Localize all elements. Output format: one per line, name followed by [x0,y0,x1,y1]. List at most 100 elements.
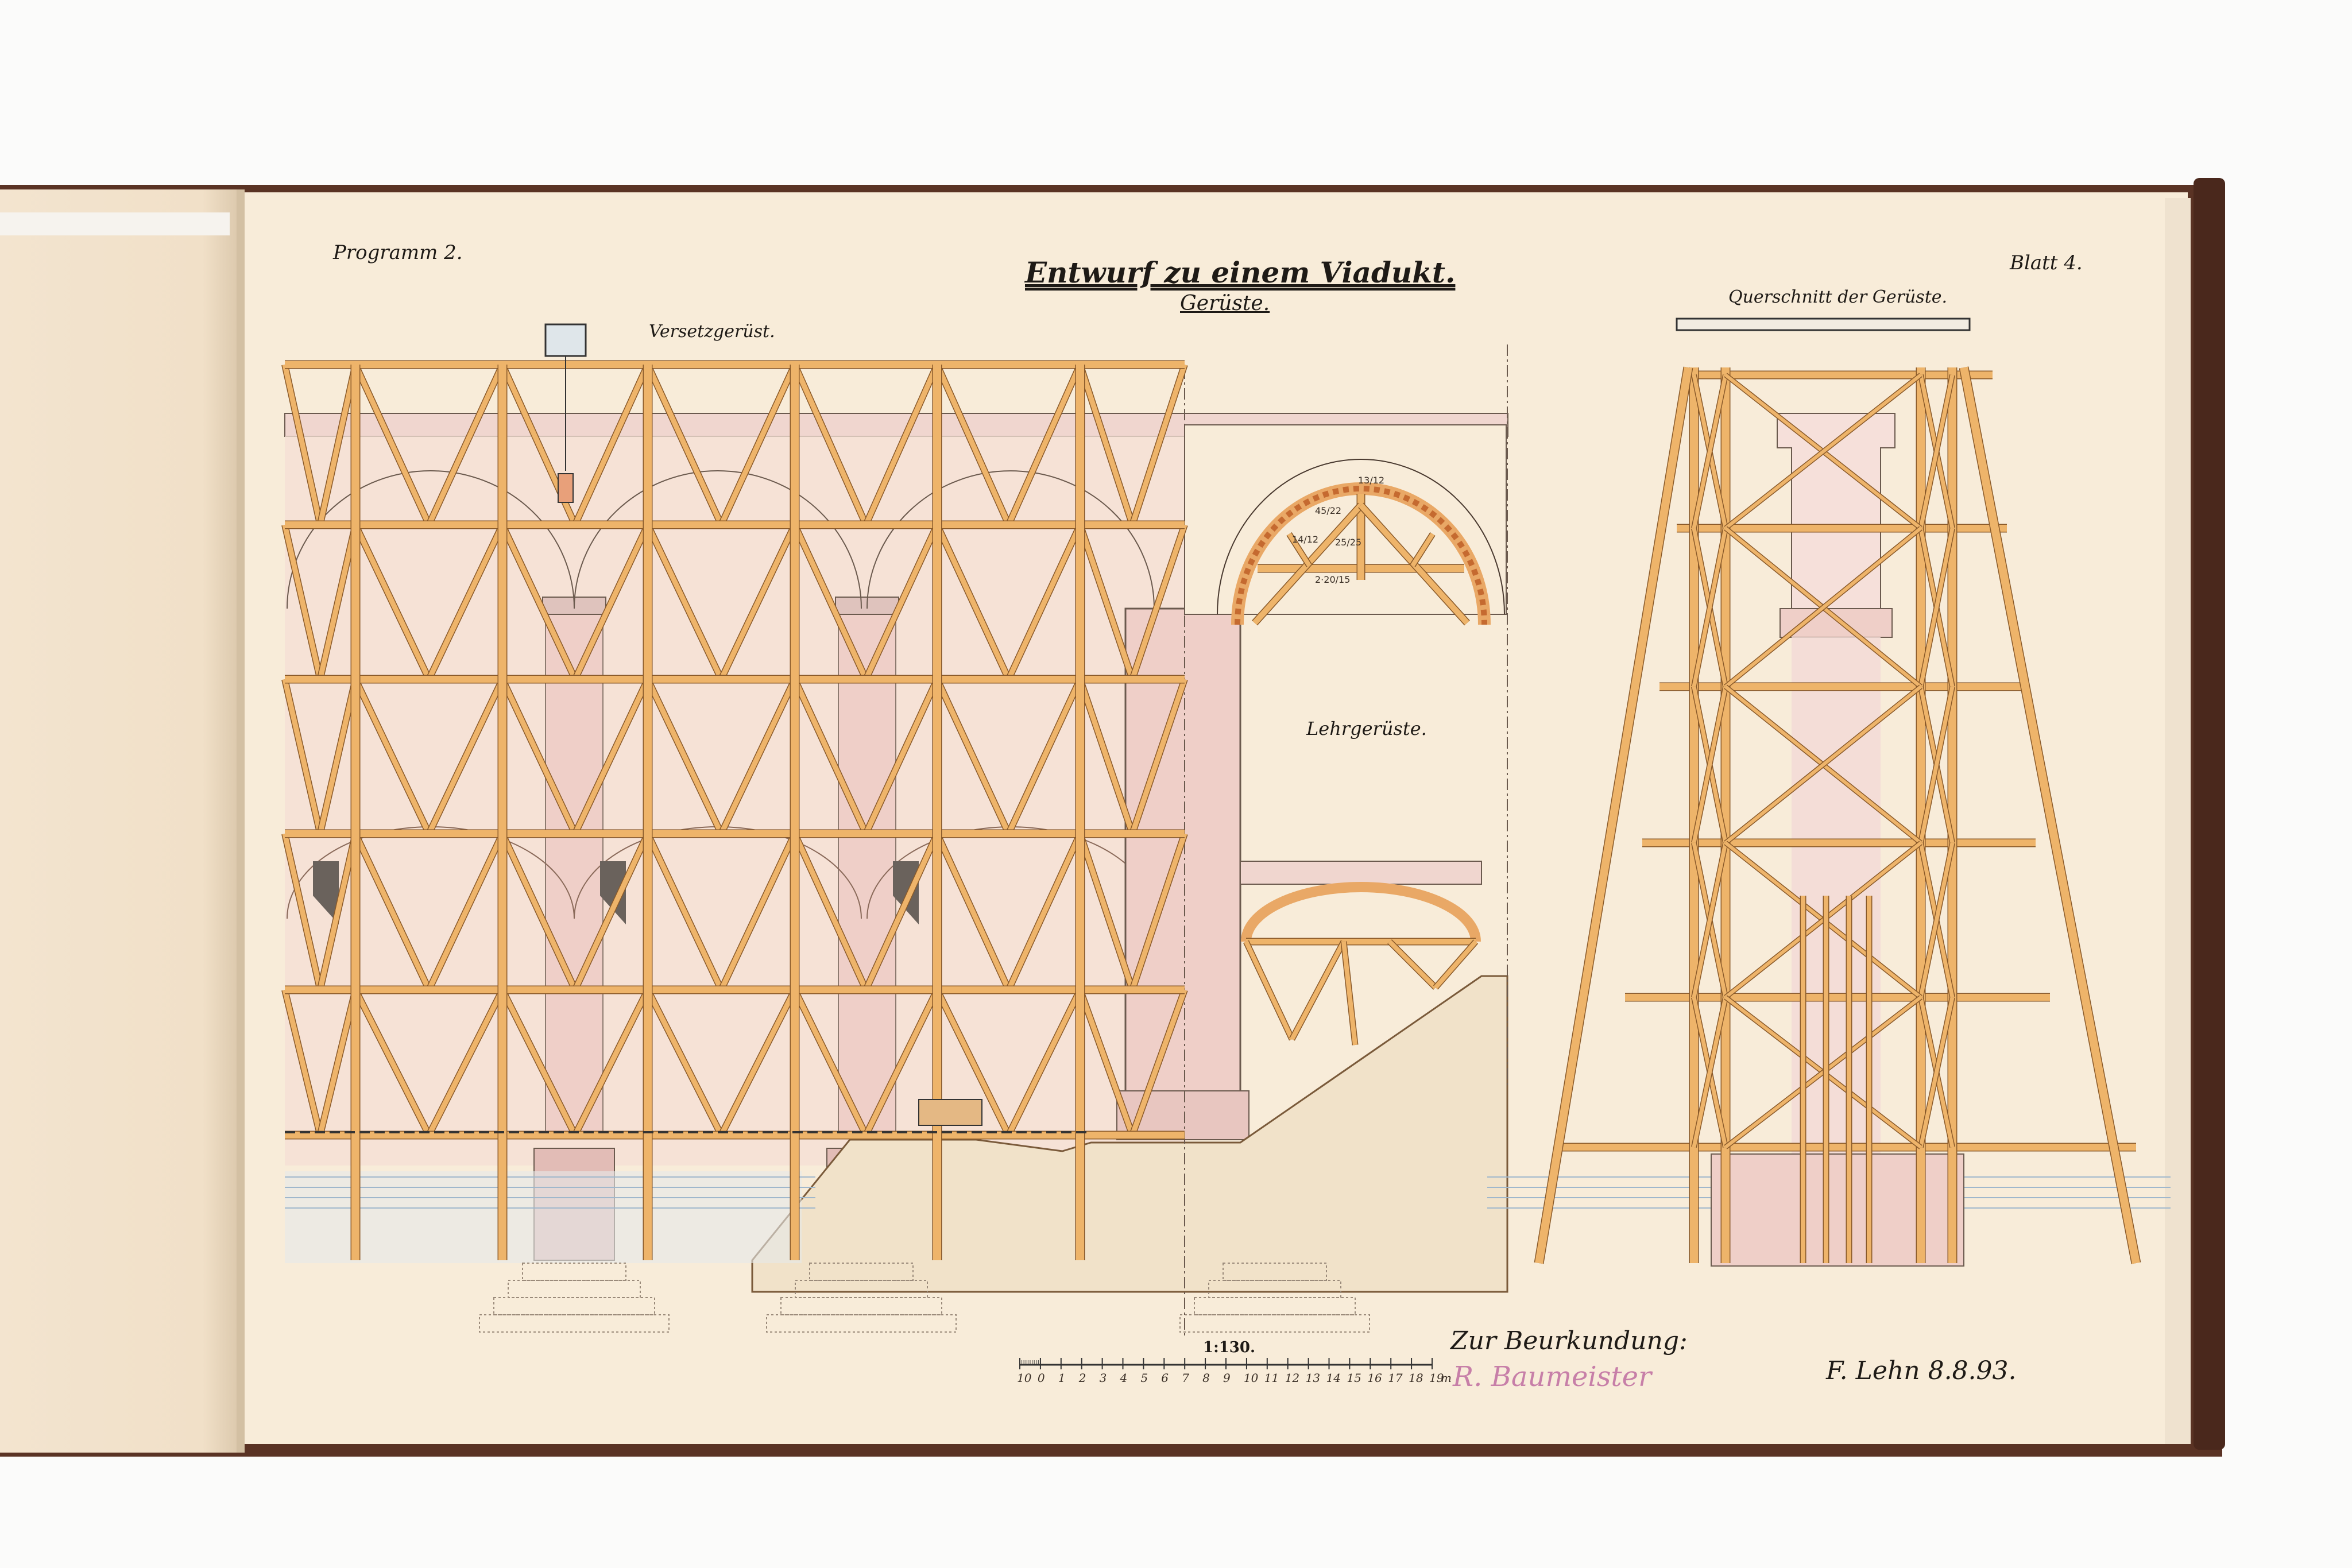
diagonal-brace [645,363,724,526]
diagonal-brace [500,524,578,680]
foundation-step [1179,1314,1370,1333]
diagonal-brace [282,989,323,1136]
cross-brace [1724,526,1922,688]
diagonal-brace [934,989,1011,1136]
lower-strut [1433,940,1478,989]
raking-leg [1960,366,2140,1264]
diagonal-brace [718,524,798,680]
diagonal-brace [426,988,505,1137]
attestation-signature: R. Baumeister [1453,1361,1652,1393]
diagonal-brace [792,363,869,526]
diagonal-brace [1077,524,1135,680]
diagonal-brace [934,363,1011,526]
scale-tick-label: 8 [1202,1371,1210,1385]
lower-strut [1244,940,1294,1040]
diagonal-brace [426,678,505,835]
tower-brace [1692,842,1728,998]
pier-section [1792,637,1881,1154]
diagonal-brace [1006,524,1083,680]
scaffold-cross-section [1534,318,2141,1267]
lagging [1235,486,1487,625]
tower-brace [1692,686,1728,843]
diagonal-brace [426,363,505,526]
diagonal-brace [934,833,1011,991]
arch-shadow [893,861,919,924]
foundation-step [479,1314,670,1333]
arch-shadow [600,861,626,924]
timber-label: 13/12 [1358,475,1384,486]
diagonal-brace [1077,363,1135,526]
lower-strut [1290,940,1346,1040]
diagonal-brace [1077,833,1135,991]
diagonal-brace [353,363,432,526]
scale-tick-label: 2 [1078,1371,1086,1385]
scale-tick-label: 6 [1161,1371,1169,1385]
scale-tick-label: 13 [1306,1371,1320,1385]
diagonal-brace [426,833,505,991]
foundation-step [1208,1280,1341,1298]
scale-tick-label: 18 [1409,1371,1423,1385]
diagonal-brace [318,833,358,990]
diagonal-brace [1129,524,1187,680]
scale-tick-label: 11 [1264,1371,1279,1385]
tower-brace [1918,528,1955,687]
tower-brace [1918,842,1955,998]
scale-unit: m [1441,1371,1452,1385]
diagonal-brace [1006,989,1083,1136]
diagonal-brace [1006,678,1083,835]
diagonal-brace [318,524,358,680]
diagonal-brace [572,678,651,835]
diagonal-brace [863,678,940,835]
foundation-step [1194,1297,1356,1315]
attestation-label: Zur Beurkundung: [1450,1326,1688,1356]
diagonal-brace [353,988,432,1137]
traveling-crane [544,323,587,357]
arch-timber-labels: 13/12 45/22 14/12 25/25 2·20/15 [1292,475,1384,585]
diagonal-brace [863,524,940,680]
arch-extrados [1217,459,1505,615]
crane-runway [1676,318,1971,331]
diagonal-brace [282,364,323,525]
diagonal-brace [1077,678,1135,835]
diagonal-brace [318,364,358,525]
foundation-step [795,1280,928,1298]
setting-scaffold-elevation [281,323,1188,1260]
lower-strut [1341,941,1357,1046]
sheet-subtitle: Gerüste. [1180,292,1270,315]
diagonal-brace [353,833,432,991]
timber-label: 25/25 [1335,537,1361,548]
tower-brace [1918,997,1955,1148]
lower-strut [1388,940,1437,989]
diagonal-brace [645,833,724,991]
scale-tick-label: 1 [1058,1371,1066,1385]
diagonal-brace [282,524,323,680]
diagonal-brace [645,678,724,835]
diagonal-brace [1129,363,1187,526]
diagonal-brace [645,988,724,1137]
diagonal-brace [572,833,651,991]
brace [1410,532,1435,567]
program-number: Programm 2. [333,241,463,264]
page-stack-edge [2165,198,2191,1444]
elevation-label: Versetzgerüst. [649,322,775,342]
diagonal-brace [318,678,358,835]
diagonal-brace [645,524,724,680]
foundation-step [493,1297,655,1315]
diagonal-brace [863,833,940,991]
cross-brace [1724,373,1922,530]
diagonal-brace [718,678,798,835]
diagonal-brace [1006,363,1083,526]
tower-brace [1918,374,1955,529]
diagonal-brace [934,678,1011,835]
scale-tick-label: 3 [1100,1371,1107,1385]
foundation-step [780,1297,942,1315]
diagonal-brace [718,988,798,1137]
scale-tick-label: 14 [1326,1371,1341,1385]
scale-tick-label: 4 [1120,1371,1128,1385]
diagonal-brace [792,678,869,835]
author-signature-date: F. Lehn 8.8.93. [1826,1356,2017,1385]
diagonal-brace [863,989,940,1136]
diagonal-brace [1129,989,1187,1136]
